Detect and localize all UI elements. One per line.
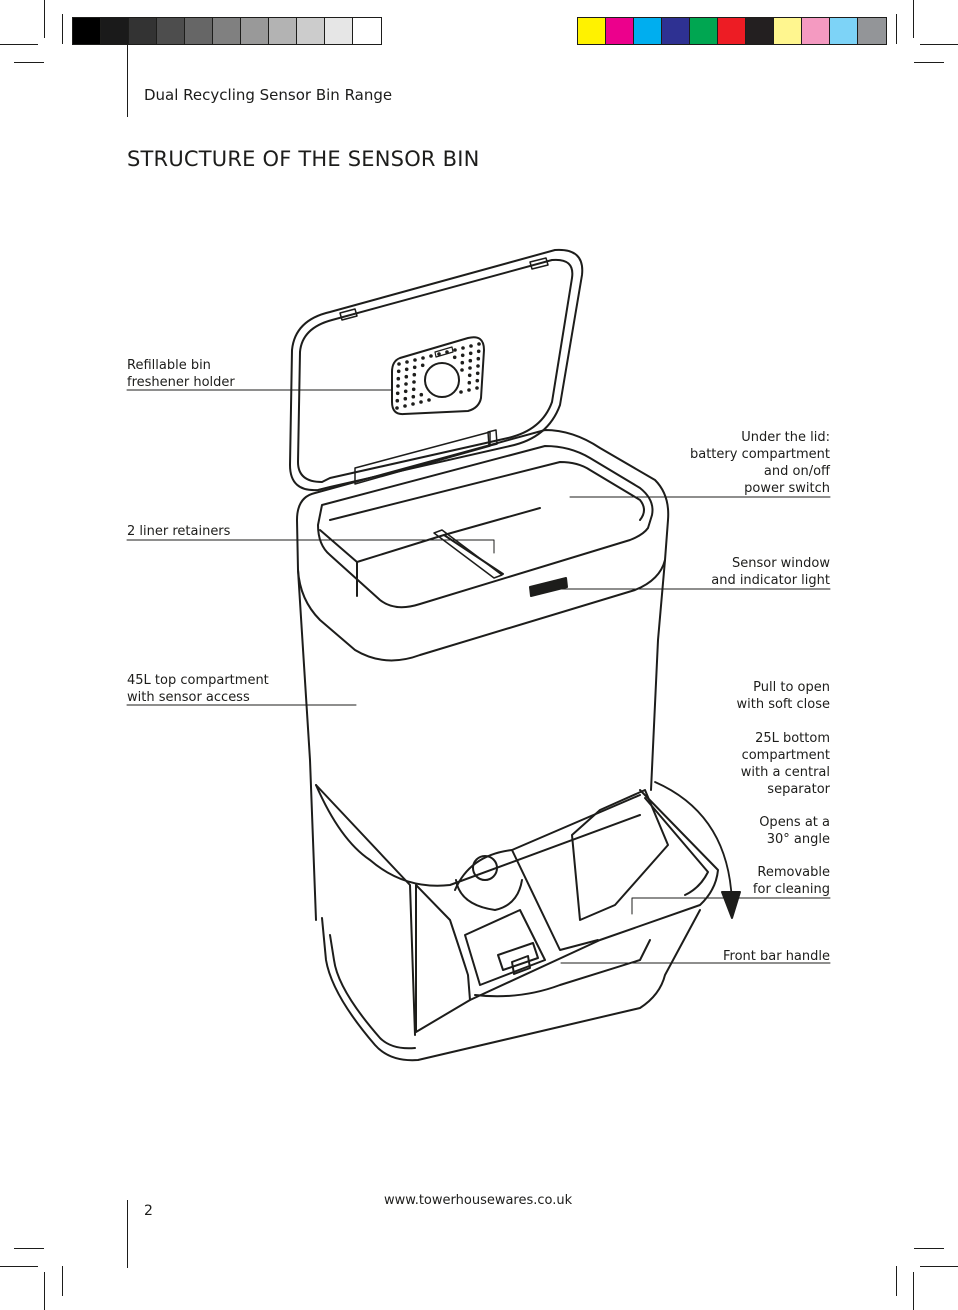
label-top-compartment: 45L top compartment with sensor access	[127, 672, 269, 706]
freshener-vent-dot	[397, 370, 401, 374]
label-bottom-compartment: 25L bottom compartment with a central se…	[741, 730, 830, 798]
freshener-vent-dot	[453, 356, 457, 360]
freshener-vent-dot	[420, 393, 424, 397]
freshener-vent-dot	[421, 356, 425, 360]
freshener-vent-dot	[397, 377, 401, 381]
freshener-vent-dot	[461, 354, 465, 358]
freshener-vent-dot	[477, 350, 481, 354]
freshener-vent-dot	[404, 382, 408, 386]
freshener-vent-dot	[429, 354, 433, 358]
freshener-vent-dot	[413, 358, 417, 362]
freshener-vent-dot	[405, 360, 409, 364]
freshener-vent-dot	[461, 361, 465, 365]
freshener-vent-dot	[469, 352, 473, 356]
freshener-vent-dot	[405, 368, 409, 372]
freshener-vent-dot	[453, 348, 457, 352]
freshener-vent-dot	[419, 400, 423, 404]
label-sensor-window: Sensor window and indicator light	[711, 555, 830, 589]
label-opening-angle: Opens at a 30° angle	[759, 814, 830, 848]
page-number: 2	[144, 1203, 153, 1219]
freshener-vent-dot	[477, 342, 481, 346]
freshener-vent-dot	[468, 366, 472, 370]
label-front-bar-handle: Front bar handle	[723, 948, 830, 965]
freshener-vent-dot	[459, 390, 463, 394]
freshener-vent-dot	[396, 392, 400, 396]
freshener-vent-dot	[460, 368, 464, 372]
footer-rule	[127, 1200, 128, 1268]
label-liner-retainers: 2 liner retainers	[127, 523, 230, 540]
freshener-vent-dot	[476, 372, 480, 376]
freshener-vent-dot	[469, 359, 473, 363]
freshener-vent-dot	[413, 366, 417, 370]
freshener-vent-dot	[396, 399, 400, 403]
freshener-vent-dot	[405, 375, 409, 379]
bottom-drawer	[416, 790, 718, 1032]
freshener-vent-dot	[404, 397, 408, 401]
freshener-vent-dot	[476, 379, 480, 383]
freshener-vent-dot	[404, 390, 408, 394]
freshener-vent-dot	[477, 357, 481, 361]
freshener-vent-dot	[411, 402, 415, 406]
freshener-vent-dot	[467, 388, 471, 392]
label-freshener-holder: Refillable bin freshener holder	[127, 357, 235, 391]
freshener-vent-dot	[412, 380, 416, 384]
freshener-vent-dot	[395, 406, 399, 410]
label-under-lid: Under the lid: battery compartment and o…	[690, 429, 830, 497]
freshener-vent-dot	[403, 404, 407, 408]
top-compartment	[297, 430, 668, 660]
label-pull-to-open: Pull to open with soft close	[736, 679, 830, 713]
freshener-vent-dot	[413, 373, 417, 377]
bin-body	[298, 560, 700, 1060]
freshener-vent-dot	[475, 386, 479, 390]
freshener-vent-dot	[445, 350, 449, 354]
footer-url: www.towerhousewares.co.uk	[384, 1193, 572, 1208]
freshener-vent-dot	[461, 346, 465, 350]
bin-freshener-holder	[392, 337, 484, 414]
freshener-vent-dot	[412, 395, 416, 399]
freshener-vent-dot	[397, 362, 401, 366]
freshener-vent-dot	[421, 364, 425, 368]
freshener-vent-dot	[412, 388, 416, 392]
open-lid	[290, 250, 582, 490]
freshener-vent-dot	[468, 374, 472, 378]
freshener-vent-dot	[427, 398, 431, 402]
freshener-vent-dot	[476, 364, 480, 368]
freshener-vent-dot	[468, 381, 472, 385]
freshener-vent-dot	[469, 344, 473, 348]
freshener-vent-dot	[437, 352, 441, 356]
label-removable: Removable for cleaning	[753, 864, 830, 898]
freshener-vent-dot	[396, 384, 400, 388]
